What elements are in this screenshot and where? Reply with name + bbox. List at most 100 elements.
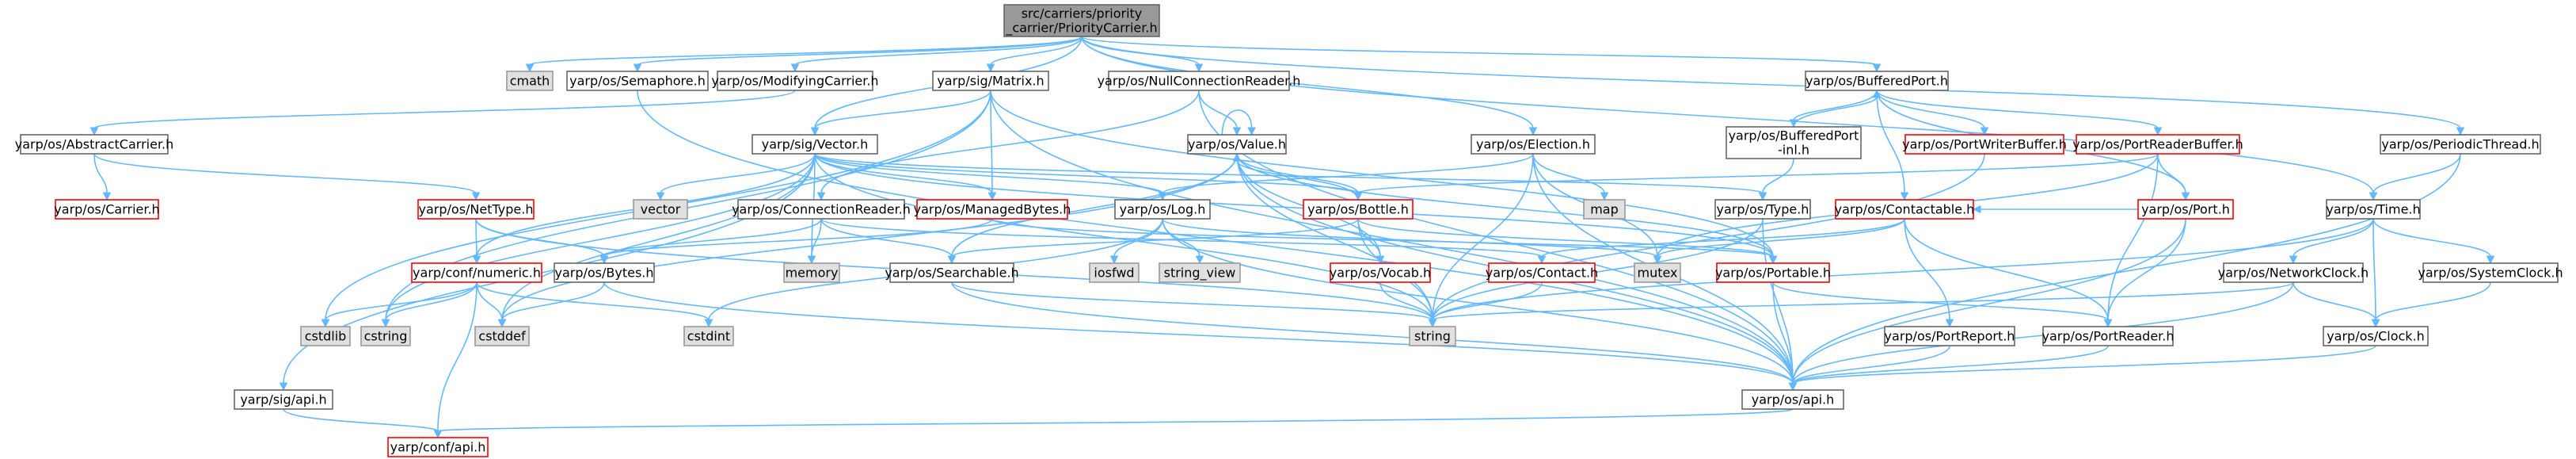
node-contactable[interactable]: yarp/os/Contactable.h xyxy=(1835,199,1975,220)
edge-line xyxy=(1904,218,2109,321)
edge-arrowhead xyxy=(2369,192,2378,201)
node-box xyxy=(932,71,1049,91)
node-label: vector xyxy=(641,202,681,217)
edge-line xyxy=(476,281,710,321)
node-nettype[interactable]: yarp/os/NetType.h xyxy=(417,199,535,220)
edge-arrowhead xyxy=(704,319,713,328)
node-box xyxy=(1409,326,1456,346)
node-label: yarp/os/PortReaderBuffer.h xyxy=(2072,137,2243,152)
edge-line xyxy=(1432,281,2294,321)
node-label: yarp/os/BufferedPort.h xyxy=(1805,74,1948,89)
edge-arrowhead xyxy=(321,319,330,328)
node-cmath: cmath xyxy=(506,71,554,91)
node-cstdlib: cstdlib xyxy=(300,326,351,346)
node-nullconn[interactable]: yarp/os/NullConnectionReader.h xyxy=(1098,71,1301,91)
edge-line xyxy=(1081,36,2374,194)
edge-connreader-to-searchable xyxy=(820,218,957,265)
node-bufportinl[interactable]: yarp/os/BufferedPort-inl.h xyxy=(1726,126,1862,159)
node-box xyxy=(2137,199,2234,220)
node-portreader[interactable]: yarp/os/PortReader.h xyxy=(2041,326,2175,346)
node-vector[interactable]: yarp/sig/Vector.h xyxy=(751,134,878,155)
node-portreaderbuf[interactable]: yarp/os/PortReaderBuffer.h xyxy=(2072,134,2243,155)
edge-arrowhead xyxy=(1537,255,1547,265)
node-label: yarp/os/Contactable.h xyxy=(1835,202,1975,217)
edge-arrowhead xyxy=(381,319,390,328)
node-portable[interactable]: yarp/os/Portable.h xyxy=(1715,262,1831,283)
node-systemclock[interactable]: yarp/os/SystemClock.h xyxy=(2418,262,2563,283)
edge-arrowhead xyxy=(633,63,642,73)
edge-root-to-matrix xyxy=(986,36,1083,73)
edge-arrowhead xyxy=(89,127,99,136)
node-networkclock[interactable]: yarp/os/NetworkClock.h xyxy=(2218,262,2369,283)
edge-arrowhead xyxy=(497,319,507,328)
node-contact[interactable]: yarp/os/Contact.h xyxy=(1486,262,1598,283)
edge-line xyxy=(475,218,478,258)
node-searchable[interactable]: yarp/os/Searchable.h xyxy=(885,262,1019,283)
edge-arrowhead xyxy=(1194,63,1204,73)
node-connreader[interactable]: yarp/os/ConnectionReader.h xyxy=(732,199,911,220)
node-log[interactable]: yarp/os/Log.h xyxy=(1114,199,1211,220)
node-label: yarp/os/Vocab.h xyxy=(1330,266,1431,281)
node-box xyxy=(633,199,688,220)
node-modcarrier[interactable]: yarp/os/ModifyingCarrier.h xyxy=(711,71,879,91)
edge-arrowhead xyxy=(433,430,443,439)
edge-line xyxy=(1762,218,1794,384)
edge-line xyxy=(2157,153,2186,194)
node-abscarrier[interactable]: yarp/os/AbstractCarrier.h xyxy=(15,134,174,155)
edge-line xyxy=(1541,218,1905,258)
edge-sigapi-to-confapi xyxy=(283,408,443,439)
node-label: yarp/os/Bottle.h xyxy=(1307,202,1409,217)
node-portreport[interactable]: yarp/os/PortReport.h xyxy=(1884,326,2015,346)
node-value[interactable]: yarp/os/Value.h xyxy=(1187,134,1287,155)
node-label: yarp/os/Carrier.h xyxy=(54,202,159,217)
node-box xyxy=(1583,199,1626,220)
node-label: _carrier/PriorityCarrier.h xyxy=(1005,21,1157,36)
edge-line xyxy=(637,90,1794,384)
node-election[interactable]: yarp/os/Election.h xyxy=(1471,134,1596,155)
node-bufport[interactable]: yarp/os/BufferedPort.h xyxy=(1805,71,1949,91)
edge-line xyxy=(1793,96,1878,128)
node-portwriterbuf[interactable]: yarp/os/PortWriterBuffer.h xyxy=(1902,134,2067,155)
node-time[interactable]: yarp/os/Time.h xyxy=(2326,199,2421,220)
node-box xyxy=(737,199,905,220)
edge-arrowhead xyxy=(1232,127,1242,136)
edge-line xyxy=(990,90,993,194)
node-label: memory xyxy=(786,266,839,281)
node-matrix[interactable]: yarp/sig/Matrix.h xyxy=(932,71,1049,91)
node-managedbytes[interactable]: yarp/os/ManagedBytes.h xyxy=(914,199,1071,220)
node-confapi[interactable]: yarp/conf/api.h xyxy=(387,437,489,457)
node-box xyxy=(55,199,159,220)
node-carrier[interactable]: yarp/os/Carrier.h xyxy=(54,199,160,220)
node-clock[interactable]: yarp/os/Clock.h xyxy=(2323,326,2429,346)
edge-line xyxy=(2372,218,2376,321)
edge-bufportinl-to-type xyxy=(1758,158,1794,201)
node-vocab[interactable]: yarp/os/Vocab.h xyxy=(1330,262,1431,283)
node-semaphore[interactable]: yarp/os/Semaphore.h xyxy=(566,71,709,91)
edge-line xyxy=(660,153,816,194)
node-sigapi[interactable]: yarp/sig/api.h xyxy=(234,389,333,410)
node-label: yarp/os/api.h xyxy=(1752,392,1835,407)
node-box xyxy=(1835,199,1974,220)
node-bottle[interactable]: yarp/os/Bottle.h xyxy=(1303,199,1414,220)
edge-contactable-to-portreader xyxy=(1904,218,2113,328)
node-string: string xyxy=(1409,326,1456,346)
node-port[interactable]: yarp/os/Port.h xyxy=(2137,199,2234,220)
node-mutex: mutex xyxy=(1634,262,1681,283)
edge-line xyxy=(1432,218,2374,321)
edge-line xyxy=(1792,345,1950,384)
node-box xyxy=(554,262,655,283)
edge-bottle-to-value xyxy=(1232,152,1359,201)
node-periodic[interactable]: yarp/os/PeriodicThread.h xyxy=(2380,134,2541,155)
node-cstring: cstring xyxy=(360,326,411,346)
edge-line xyxy=(529,36,1083,66)
node-root[interactable]: src/carriers/priority_carrier/PriorityCa… xyxy=(1003,4,1160,37)
node-numeric[interactable]: yarp/conf/numeric.h xyxy=(411,262,542,283)
edge-numeric-to-cstdlib xyxy=(321,281,478,328)
node-type[interactable]: yarp/os/Type.h xyxy=(1714,199,1811,220)
node-bytes[interactable]: yarp/os/Bytes.h xyxy=(554,262,655,283)
edge-line xyxy=(820,218,1543,258)
edge-vector-to-sigapi xyxy=(279,153,816,392)
node-osapi[interactable]: yarp/os/api.h xyxy=(1741,389,1844,410)
node-box xyxy=(1716,262,1830,283)
